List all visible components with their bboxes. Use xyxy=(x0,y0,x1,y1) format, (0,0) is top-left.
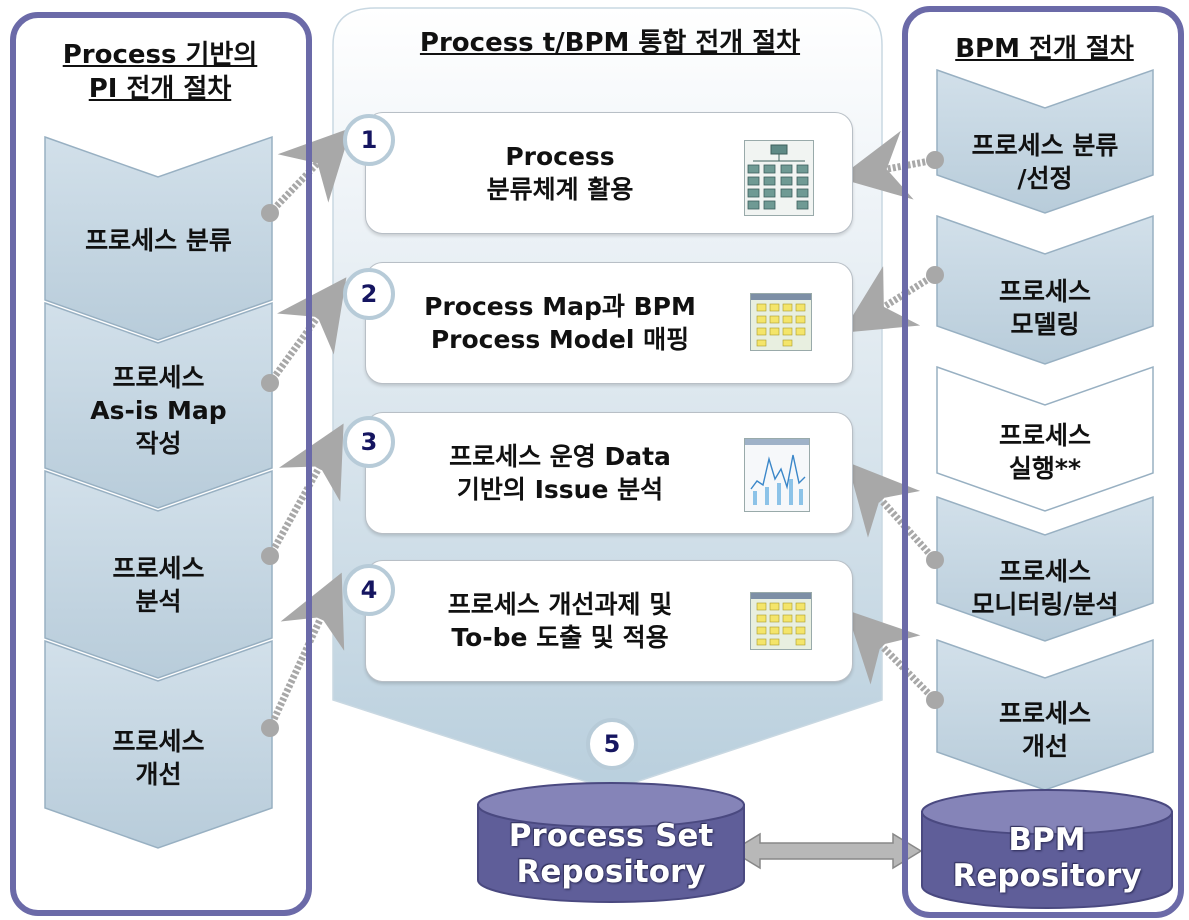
left-panel-title: Process 기반의 PI 전개 절차 xyxy=(62,40,258,104)
right-step-modeling: 프로세스 모델링 xyxy=(998,277,1091,339)
right-chevrons xyxy=(936,68,1154,791)
process-map-icon xyxy=(750,293,812,351)
left-chevron-2 xyxy=(44,301,273,509)
right-panel-title: BPM 전개 절차 xyxy=(955,34,1134,64)
right-panel xyxy=(902,6,1184,918)
process-set-repository-cylinder xyxy=(477,782,745,903)
data-chart-icon xyxy=(744,438,810,512)
left-step-improve: 프로세스 개선 xyxy=(112,727,205,789)
left-chevron-4 xyxy=(44,639,273,849)
process-set-repository-label: Process Set Repository xyxy=(508,818,714,890)
step-number-3: 3 xyxy=(343,416,395,468)
left-chevron-1 xyxy=(44,135,273,341)
right-arrow-dots xyxy=(926,151,944,709)
right-step-classify-select: 프로세스 분류 /선정 xyxy=(971,131,1119,193)
right-chevron-3 xyxy=(936,365,1154,512)
left-chevron-3 xyxy=(44,469,273,679)
right-chevron-5 xyxy=(936,638,1154,791)
step-number-5: 5 xyxy=(586,718,638,770)
center-step-2-text: Process Map과 BPM Process Model 매핑 xyxy=(424,292,696,354)
right-connector-arrows xyxy=(838,130,938,703)
center-step-1-text: Process 분류체계 활용 xyxy=(486,142,634,204)
repository-sync-arrow xyxy=(730,832,923,870)
left-step-classify: 프로세스 분류 xyxy=(85,225,232,255)
step-number-1: 1 xyxy=(343,114,395,166)
step-number-4: 4 xyxy=(343,564,395,616)
process-map-icon xyxy=(750,592,812,650)
center-step-2-box xyxy=(365,262,853,384)
left-chevrons xyxy=(44,135,273,849)
right-step-monitoring: 프로세스 모니터링/분석 xyxy=(971,557,1119,619)
left-step-analysis: 프로세스 분석 xyxy=(112,554,205,616)
right-chevron-4 xyxy=(936,495,1154,642)
left-step-asis-map: 프로세스 As-is Map 작성 xyxy=(90,362,227,458)
left-connector-arrows xyxy=(266,127,352,730)
step-number-2: 2 xyxy=(343,268,395,320)
center-step-3-text: 프로세스 운영 Data 기반의 Issue 분석 xyxy=(449,442,671,504)
center-panel-title: Process t/BPM 통합 전개 절차 xyxy=(419,28,801,58)
right-step-execution: 프로세스 실행** xyxy=(998,421,1091,483)
org-chart-icon xyxy=(744,140,814,216)
bpm-repository-cylinder xyxy=(921,789,1173,909)
right-chevron-1 xyxy=(936,68,1154,214)
right-step-improve: 프로세스 개선 xyxy=(998,699,1091,761)
left-panel xyxy=(10,12,312,916)
left-arrow-dots xyxy=(261,204,279,737)
right-chevron-2 xyxy=(936,214,1154,365)
bpm-repository-label: BPM Repository xyxy=(952,822,1142,894)
center-step-4-text: 프로세스 개선과제 및 To-be 도출 및 적용 xyxy=(447,590,673,652)
